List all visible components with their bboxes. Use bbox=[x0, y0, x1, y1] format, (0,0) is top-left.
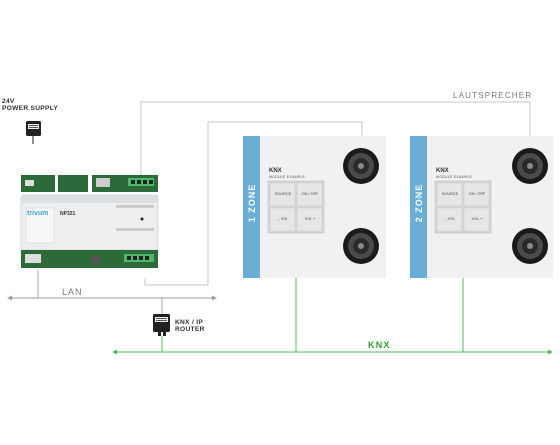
zone-2-module-title: KNX bbox=[436, 168, 449, 174]
zone-1-source-button[interactable]: SOURCE bbox=[274, 192, 292, 196]
knx-ip-router bbox=[153, 314, 170, 336]
speaker-icon bbox=[512, 148, 548, 184]
power-supply-label: 24V POWER SUPPLY bbox=[2, 98, 59, 113]
zone-2-source-button[interactable]: SOURCE bbox=[441, 192, 459, 196]
speakers-label: LAUTSPRECHER bbox=[453, 91, 533, 100]
speaker-cable bbox=[140, 101, 531, 180]
zone-1-module-title: KNX bbox=[269, 168, 282, 174]
zone-1-vol-up-button[interactable]: VOL + bbox=[304, 217, 316, 221]
power-supply-label-text: 24V POWER SUPPLY bbox=[2, 98, 59, 112]
speaker-icon bbox=[512, 228, 548, 264]
zone-1-module-subtitle: MODULE EXAMPLE bbox=[269, 175, 306, 179]
speaker-cable-zone1 bbox=[144, 121, 363, 286]
knx-bus-label: KNX bbox=[368, 340, 391, 350]
router-label-text: KNX / IP ROUTER bbox=[175, 319, 205, 333]
zone-2-vol-up-button[interactable]: VOL + bbox=[471, 217, 483, 221]
zone-2-onoff-button[interactable]: ON / OFF bbox=[468, 192, 486, 196]
lan-label: LAN bbox=[62, 287, 83, 297]
zone-2-module-subtitle: MODULE EXAMPLE bbox=[436, 175, 473, 179]
zone-1-vol-down-button[interactable]: – VOL bbox=[277, 217, 289, 221]
zone-1-onoff-button[interactable]: ON / OFF bbox=[301, 192, 319, 196]
lan-arrow-left bbox=[7, 295, 12, 301]
zone-2 bbox=[410, 136, 553, 278]
router-label: KNX / IP ROUTER bbox=[175, 319, 205, 334]
power-supply bbox=[26, 121, 41, 144]
device-model: NP321 bbox=[60, 211, 76, 217]
speaker-icon bbox=[343, 228, 379, 264]
lan-arrow-right bbox=[212, 295, 217, 301]
speaker-icon bbox=[343, 148, 379, 184]
zone-1-label: 1 ZONE bbox=[247, 183, 257, 223]
zone-2-label: 2 ZONE bbox=[414, 183, 424, 223]
device-brand: trivum bbox=[27, 210, 49, 217]
zone-1 bbox=[243, 136, 386, 278]
np321-device bbox=[20, 175, 159, 268]
knx-arrow-right bbox=[548, 349, 553, 355]
knx-arrow-left bbox=[112, 349, 117, 355]
zone-2-vol-down-button[interactable]: – VOL bbox=[444, 217, 456, 221]
